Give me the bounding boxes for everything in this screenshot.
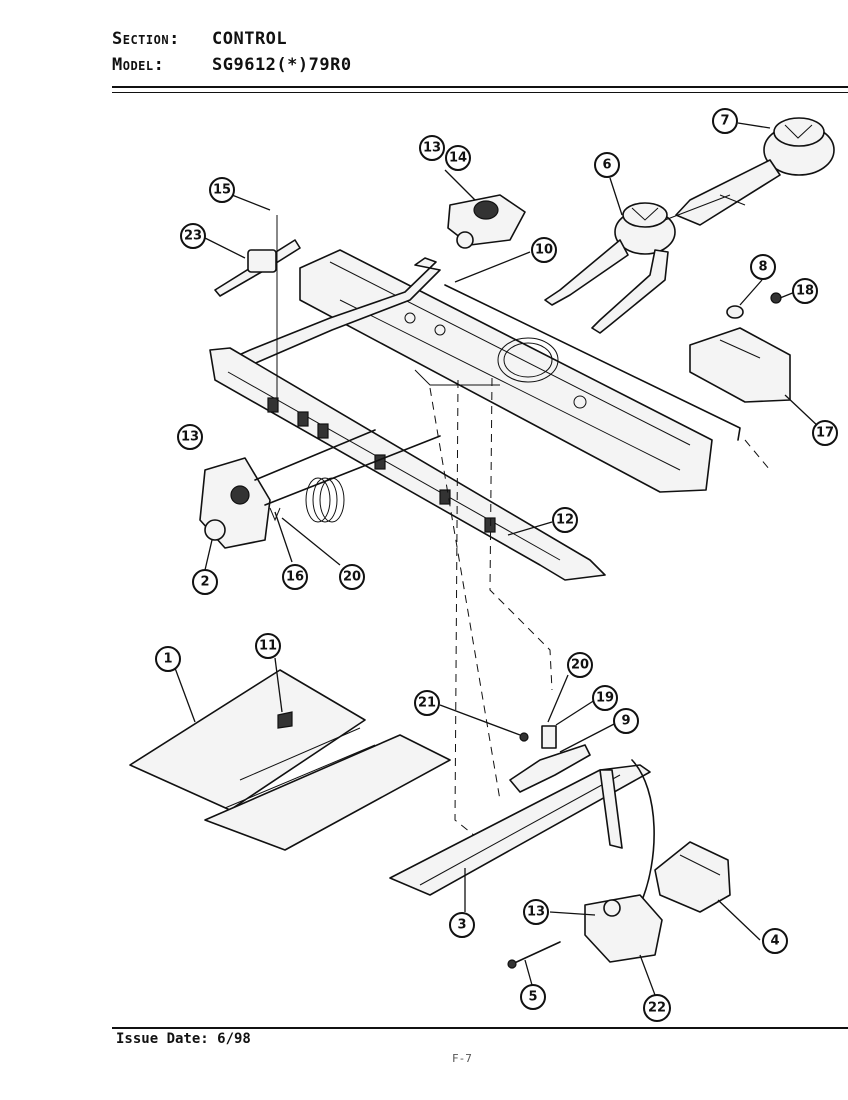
svg-text:11: 11 <box>259 639 277 654</box>
callout-12: 12 <box>552 507 578 533</box>
model-value: SG9612(*)79R0 <box>212 55 352 75</box>
callout-18: 18 <box>792 278 818 304</box>
svg-text:10: 10 <box>535 243 553 258</box>
callout-9: 9 <box>613 708 639 734</box>
svg-text:13: 13 <box>181 430 199 445</box>
callout-14: 14 <box>445 145 471 171</box>
broiler-tube <box>389 759 655 906</box>
svg-text:15: 15 <box>213 183 231 198</box>
orifice-hood <box>447 194 526 249</box>
svg-text:7: 7 <box>720 114 729 129</box>
svg-text:14: 14 <box>449 151 467 166</box>
svg-text:21: 21 <box>418 696 436 711</box>
svg-text:17: 17 <box>816 426 834 441</box>
callout-10: 10 <box>531 237 557 263</box>
callout-13-bottom: 13 <box>523 899 549 925</box>
callout-6: 6 <box>594 152 620 178</box>
svg-text:12: 12 <box>556 513 574 528</box>
manifold-bracket <box>299 249 713 493</box>
callout-21: 21 <box>414 690 440 716</box>
svg-text:8: 8 <box>758 260 767 275</box>
section-line: Section: CONTROL <box>112 29 287 49</box>
callout-2: 2 <box>192 569 218 595</box>
svg-text:22: 22 <box>648 1001 666 1016</box>
callout-1: 1 <box>155 646 181 672</box>
callout-4: 4 <box>762 928 788 954</box>
gas-manifold-tube <box>209 257 606 581</box>
screw-5 <box>507 941 561 969</box>
callout-22: 22 <box>643 994 671 1022</box>
svg-text:20: 20 <box>343 570 361 585</box>
callout-11: 11 <box>255 633 281 659</box>
section-value: CONTROL <box>212 29 288 49</box>
svg-text:2: 2 <box>200 575 209 590</box>
thermostat-bracket-17 <box>689 292 791 403</box>
svg-text:9: 9 <box>621 714 630 729</box>
callout-19: 19 <box>592 685 618 711</box>
footer-rule <box>112 1027 848 1029</box>
svg-text:16: 16 <box>286 570 304 585</box>
svg-text:19: 19 <box>596 691 614 706</box>
section-label: Section: <box>112 29 180 49</box>
callout-17: 17 <box>812 420 838 446</box>
svg-text:23: 23 <box>184 229 202 244</box>
callout-13-top: 13 <box>419 135 445 161</box>
oven-valve-assembly <box>199 429 441 549</box>
callout-23: 23 <box>180 223 206 249</box>
svg-text:13: 13 <box>527 905 545 920</box>
callout-13-left: 13 <box>177 424 203 450</box>
svg-text:6: 6 <box>602 158 611 173</box>
callout-5: 5 <box>520 984 546 1010</box>
valve-23 <box>214 215 301 400</box>
svg-text:1: 1 <box>163 652 172 667</box>
callout-3: 3 <box>449 912 475 938</box>
svg-text:20: 20 <box>571 658 589 673</box>
svg-text:18: 18 <box>796 284 814 299</box>
model-label: Model: <box>112 55 165 75</box>
callout-15: 15 <box>209 177 235 203</box>
burner-shield <box>129 669 451 851</box>
top-burner-knob-assemblies <box>544 117 835 334</box>
svg-text:4: 4 <box>770 934 779 949</box>
model-line: Model: SG9612(*)79R0 <box>112 55 352 75</box>
dashed-guides <box>429 377 771 841</box>
issue-date: Issue Date: 6/98 <box>116 1031 251 1047</box>
capillary-tube <box>414 284 741 441</box>
ignitor-bracket <box>509 725 591 793</box>
header-rule-top <box>112 86 848 88</box>
safety-valve <box>584 841 731 963</box>
svg-text:13: 13 <box>423 141 441 156</box>
header-rule-bottom <box>112 92 848 93</box>
callout-16: 16 <box>282 564 308 590</box>
callout-20-upper: 20 <box>339 564 365 590</box>
callout-7: 7 <box>712 108 738 134</box>
callout-20-lower: 20 <box>567 652 593 678</box>
page-mark: F-7 <box>452 1052 472 1065</box>
svg-text:5: 5 <box>528 990 537 1005</box>
callout-8: 8 <box>750 254 776 280</box>
svg-text:3: 3 <box>457 918 466 933</box>
